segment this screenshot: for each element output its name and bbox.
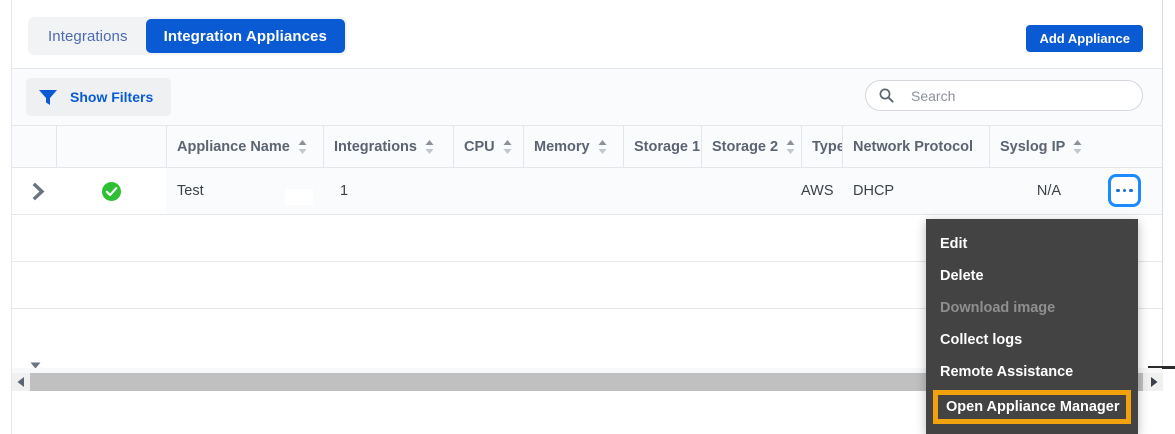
- tab-group: Integrations Integration Appliances: [28, 17, 347, 55]
- header-label: Type: [812, 138, 842, 155]
- right-edge-marker: [1148, 366, 1175, 369]
- scrollbar-thumb[interactable]: [30, 373, 1143, 391]
- menu-item-remote-assistance[interactable]: Remote Assistance: [940, 364, 1074, 380]
- show-filters-label: Show Filters: [70, 89, 154, 105]
- kebab-menu-icon: [1116, 188, 1133, 193]
- scrollbar-track-gutter: [12, 368, 1162, 373]
- table-header-memory[interactable]: Memory: [523, 126, 623, 167]
- cell-network-protocol: DHCP: [842, 168, 989, 214]
- header-label: Memory: [534, 138, 590, 155]
- cell-integrations: 1: [323, 168, 453, 214]
- table-header-status: [56, 126, 166, 167]
- search-icon: [879, 88, 894, 103]
- search-input[interactable]: [909, 86, 1128, 105]
- cell-storage-2: [701, 168, 801, 214]
- cell-appliance-name: Test: [166, 168, 323, 214]
- render-artifact: [285, 189, 313, 205]
- scroll-right-arrow-icon[interactable]: [1145, 373, 1163, 391]
- table-header-expander: [12, 126, 56, 167]
- syslog-ip-value: N/A: [1036, 183, 1062, 199]
- sort-arrows-icon: [298, 139, 307, 154]
- header-label: Storage 2: [712, 138, 779, 155]
- cell-memory: [523, 168, 623, 214]
- tab-bar: Integrations Integration Appliances Add …: [12, 0, 1162, 69]
- row-actions-kebab-button[interactable]: [1108, 174, 1141, 207]
- resize-caret-icon[interactable]: [30, 356, 41, 369]
- table-header-type[interactable]: Type: [801, 126, 842, 167]
- chevron-right-icon[interactable]: [31, 182, 48, 201]
- cell-storage-1: [623, 168, 701, 214]
- sort-arrows-icon: [503, 139, 512, 154]
- add-appliance-button[interactable]: Add Appliance: [1026, 25, 1143, 52]
- cell-cpu: [453, 168, 523, 214]
- header-label: Network Protocol: [853, 138, 974, 155]
- menu-item-collect-logs[interactable]: Collect logs: [940, 332, 1023, 348]
- frame-left-border: [11, 0, 12, 434]
- sort-arrows-icon: [598, 139, 607, 154]
- sort-arrows-icon: [425, 139, 434, 154]
- funnel-icon: [38, 89, 58, 106]
- header-label: Appliance Name: [177, 138, 290, 155]
- table-toolbar: Show Filters: [12, 69, 1162, 125]
- header-label: Syslog IP: [1000, 138, 1066, 155]
- cell-type: AWS: [801, 168, 842, 214]
- menu-item-download-image: Download image: [940, 300, 1056, 316]
- header-label: Storage 1: [634, 138, 701, 155]
- menu-item-delete[interactable]: Delete: [940, 268, 984, 284]
- sort-arrows-icon: [1073, 139, 1082, 154]
- tab-integration-appliances[interactable]: Integration Appliances: [145, 19, 345, 53]
- tab-integrations[interactable]: Integrations: [48, 27, 128, 45]
- table-row[interactable]: Test 1 AWS DHCP N/A: [12, 168, 1162, 215]
- header-label: CPU: [464, 138, 495, 155]
- table-header-appliance-name[interactable]: Appliance Name: [166, 126, 323, 167]
- menu-item-open-appliance-manager[interactable]: Open Appliance Manager: [933, 390, 1131, 424]
- sort-arrows-icon: [786, 139, 795, 154]
- show-filters-button[interactable]: Show Filters: [26, 78, 172, 116]
- integrations-value: 1: [340, 183, 349, 199]
- search-box[interactable]: [865, 80, 1143, 111]
- table-header-storage-1[interactable]: Storage 1: [623, 126, 701, 167]
- scroll-left-arrow-icon[interactable]: [12, 373, 30, 391]
- horizontal-scrollbar[interactable]: [12, 373, 1163, 391]
- menu-item-edit[interactable]: Edit: [940, 236, 968, 252]
- table-header-syslog-ip[interactable]: Syslog IP: [989, 126, 1162, 167]
- table-header-integrations[interactable]: Integrations: [323, 126, 453, 167]
- table-header-row: Appliance Name Integrations CPU Memory: [12, 125, 1162, 168]
- frame-right-border: [1162, 0, 1163, 368]
- appliance-name-value: Test: [177, 183, 204, 199]
- table-header-cpu[interactable]: CPU: [453, 126, 523, 167]
- status-ok-check-icon: [101, 181, 121, 201]
- row-actions-context-menu: Edit Delete Download image Collect logs …: [926, 219, 1138, 434]
- table-header-network-protocol[interactable]: Network Protocol: [842, 126, 989, 167]
- menu-item-label: Open Appliance Manager: [938, 395, 1126, 419]
- header-label: Integrations: [334, 138, 417, 155]
- row-expander-cell[interactable]: [12, 168, 56, 214]
- network-protocol-value: DHCP: [853, 183, 895, 199]
- type-value: AWS: [801, 183, 834, 199]
- table-header-storage-2[interactable]: Storage 2: [701, 126, 801, 167]
- cell-syslog-ip: N/A: [989, 168, 1109, 214]
- row-status-cell: [56, 168, 166, 214]
